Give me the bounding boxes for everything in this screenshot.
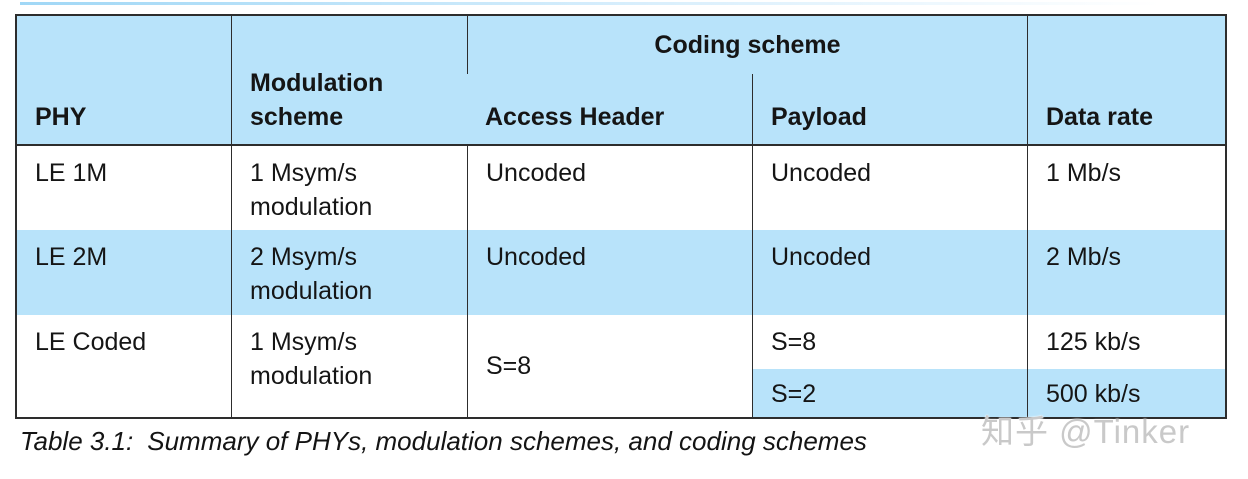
header-cell-coding-scheme-group: Coding scheme	[467, 16, 1027, 74]
cell-modulation-le1m: 1 Msym/s modulation	[231, 146, 467, 230]
cell-payload-lecoded-s2: S=2	[752, 369, 1027, 417]
table-caption-label: Table 3.1:	[20, 426, 134, 456]
header-cell-data-rate: Data rate	[1027, 16, 1225, 146]
cell-data-rate-lecoded-s2: 500 kb/s	[1027, 369, 1225, 417]
cell-data-rate-le1m: 1 Mb/s	[1027, 146, 1225, 230]
phy-summary-table: PHY Modulation scheme Coding scheme Acce…	[15, 14, 1227, 419]
header-label-payload: Payload	[771, 103, 867, 131]
header-label-access-header: Access Header	[485, 103, 665, 131]
table-caption-text: Summary of PHYs, modulation schemes, and…	[147, 426, 867, 456]
header-cell-phy: PHY	[17, 16, 231, 146]
cell-access-header-le1m: Uncoded	[467, 146, 752, 230]
cell-modulation-lecoded: 1 Msym/s modulation	[231, 315, 467, 417]
cell-modulation-le2m: 2 Msym/s modulation	[231, 230, 467, 315]
top-hairline-divider	[20, 2, 1160, 5]
header-label-phy: PHY	[35, 103, 87, 131]
header-cell-access-header: Access Header	[467, 74, 752, 146]
cell-phy-le2m: LE 2M	[17, 230, 231, 315]
header-cell-modulation-scheme: Modulation scheme	[231, 16, 467, 146]
cell-payload-le1m: Uncoded	[752, 146, 1027, 230]
header-label-coding-scheme: Coding scheme	[654, 31, 841, 59]
cell-payload-lecoded-s8: S=8	[752, 315, 1027, 369]
cell-payload-le2m: Uncoded	[752, 230, 1027, 315]
cell-access-header-lecoded: S=8	[467, 315, 752, 417]
cell-phy-le1m: LE 1M	[17, 146, 231, 230]
table-caption: Table 3.1: Summary of PHYs, modulation sc…	[20, 426, 867, 457]
cell-data-rate-le2m: 2 Mb/s	[1027, 230, 1225, 315]
cell-data-rate-lecoded-s8: 125 kb/s	[1027, 315, 1225, 369]
watermark: 知乎 @Tinker	[981, 413, 1191, 450]
header-label-data-rate: Data rate	[1046, 103, 1153, 131]
header-cell-payload: Payload	[752, 74, 1027, 146]
cell-access-header-le2m: Uncoded	[467, 230, 752, 315]
header-label-modulation-scheme: Modulation scheme	[250, 69, 384, 131]
cell-phy-lecoded: LE Coded	[17, 315, 231, 417]
